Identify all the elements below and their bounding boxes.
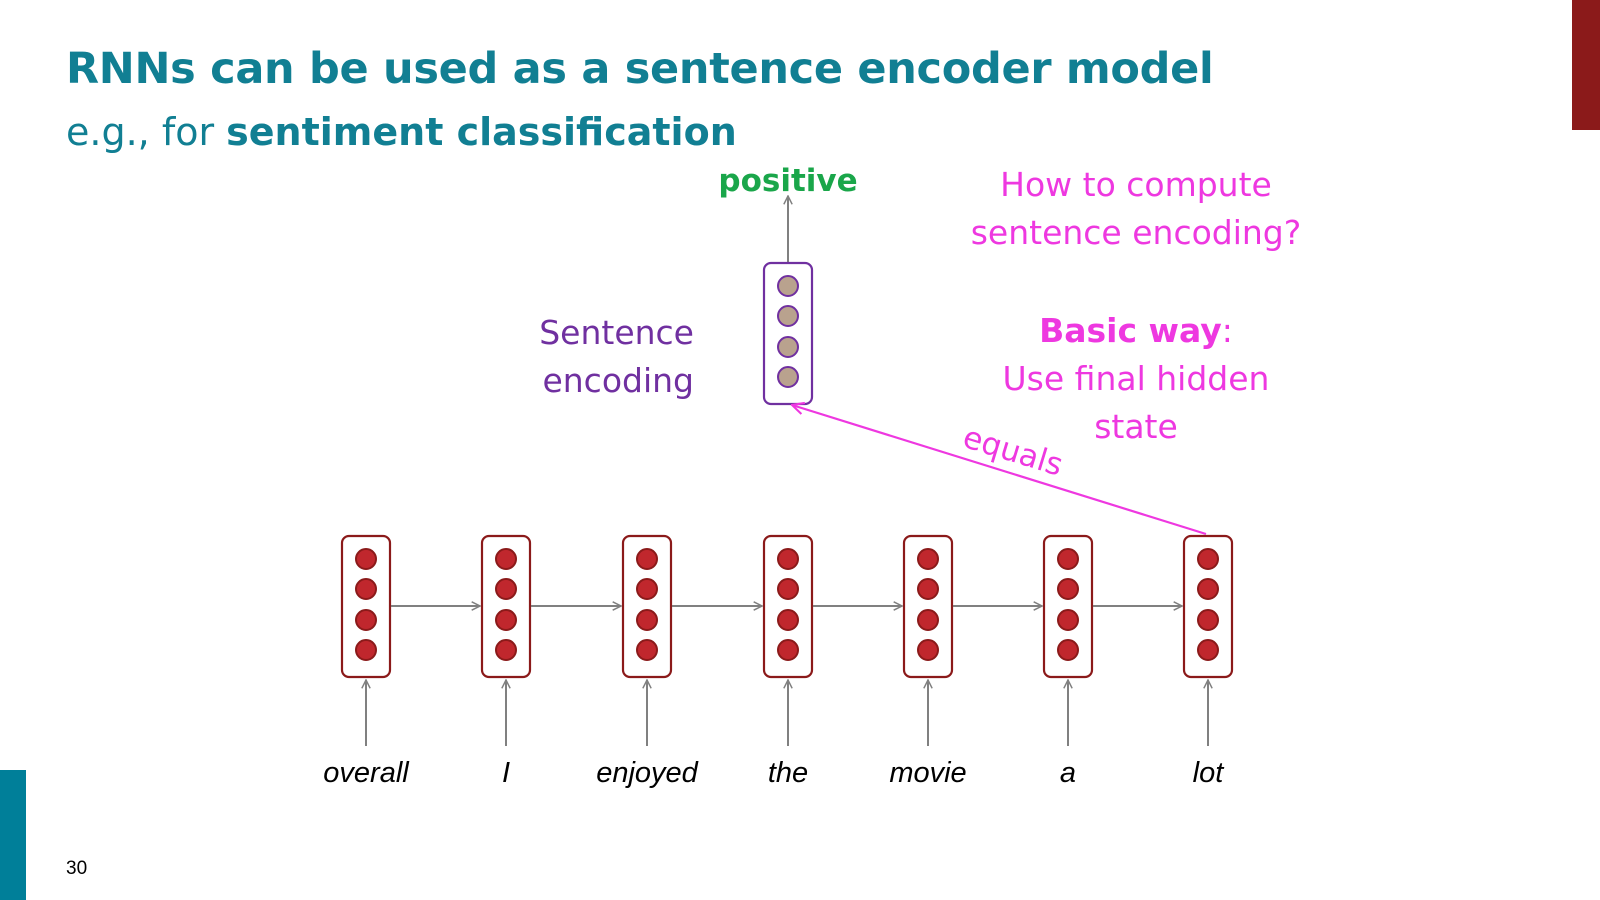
hidden-unit — [355, 609, 377, 631]
hidden-unit — [777, 609, 799, 631]
input-word: the — [768, 757, 808, 789]
bottom-left-accent-bar — [0, 770, 26, 900]
hidden-state-4 — [762, 534, 814, 679]
input-word: a — [1060, 757, 1076, 789]
slide-subtitle: e.g., for sentiment classification — [66, 110, 737, 154]
hidden-unit — [917, 548, 939, 570]
top-right-accent-bar — [1572, 0, 1600, 130]
hidden-unit — [917, 639, 939, 661]
sentence-encoding-box — [762, 261, 814, 406]
hidden-unit — [777, 639, 799, 661]
subtitle-prefix: e.g., for — [66, 110, 227, 154]
hidden-unit — [1197, 548, 1219, 570]
hidden-state-box — [621, 534, 673, 679]
basic-way-colon: : — [1222, 311, 1233, 350]
hidden-state-box — [1042, 534, 1094, 679]
output-label: positive — [718, 163, 857, 199]
hidden-unit — [355, 548, 377, 570]
equals-arrow — [792, 405, 1207, 536]
hidden-state-5 — [902, 534, 954, 679]
hidden-state-box — [340, 534, 392, 679]
hidden-state-box — [762, 534, 814, 679]
basic-way-bold: Basic way — [1039, 311, 1222, 350]
hidden-unit — [777, 578, 799, 600]
hidden-unit — [355, 639, 377, 661]
hidden-unit — [495, 639, 517, 661]
sentence-encoding-vector — [762, 261, 814, 406]
hidden-state-3 — [621, 534, 673, 679]
hidden-unit — [636, 548, 658, 570]
question-line1: How to compute — [1000, 165, 1272, 204]
hidden-unit — [636, 578, 658, 600]
hidden-unit — [917, 578, 939, 600]
hidden-state-6 — [1042, 534, 1094, 679]
hidden-state-2 — [480, 534, 532, 679]
basic-way-line1: Basic way: — [1039, 311, 1233, 350]
encoding-unit — [777, 275, 799, 297]
hidden-unit — [1057, 609, 1079, 631]
input-word: I — [502, 757, 510, 789]
hidden-state-box — [1182, 534, 1234, 679]
subtitle-bold: sentiment classification — [226, 110, 737, 154]
hidden-state-1 — [340, 534, 392, 679]
hidden-unit — [636, 609, 658, 631]
input-word: enjoyed — [596, 757, 698, 789]
hidden-unit — [636, 639, 658, 661]
hidden-unit — [495, 548, 517, 570]
encoding-unit — [777, 336, 799, 358]
hidden-unit — [495, 578, 517, 600]
hidden-unit — [777, 548, 799, 570]
hidden-state-box — [480, 534, 532, 679]
basic-way-line3: state — [1094, 407, 1178, 446]
hidden-unit — [495, 609, 517, 631]
sentence-encoding-label-line1: Sentence — [539, 313, 694, 352]
hidden-state-box — [902, 534, 954, 679]
input-word: overall — [323, 757, 410, 789]
hidden-unit — [1057, 548, 1079, 570]
basic-way-line2: Use final hidden — [1003, 359, 1270, 398]
slide-title: RNNs can be used as a sentence encoder m… — [66, 44, 1214, 94]
hidden-unit — [917, 609, 939, 631]
input-word: movie — [889, 757, 966, 789]
hidden-state-7 — [1182, 534, 1234, 679]
page-number: 30 — [66, 858, 88, 879]
sentence-encoding-label-line2: encoding — [542, 361, 694, 400]
hidden-unit — [1197, 609, 1219, 631]
encoding-unit — [777, 305, 799, 327]
hidden-unit — [355, 578, 377, 600]
hidden-unit — [1197, 639, 1219, 661]
hidden-unit — [1057, 578, 1079, 600]
encoding-unit — [777, 366, 799, 388]
question-line2: sentence encoding? — [971, 213, 1302, 252]
input-word: lot — [1193, 757, 1226, 789]
hidden-unit — [1057, 639, 1079, 661]
hidden-unit — [1197, 578, 1219, 600]
